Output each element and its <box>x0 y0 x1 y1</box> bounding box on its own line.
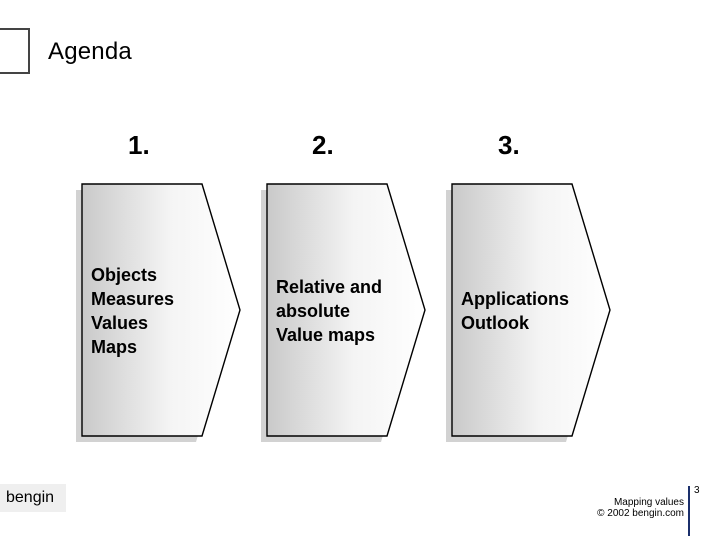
step-3-number: 3. <box>498 130 520 160</box>
step-3-text: Applications Outlook <box>461 287 569 335</box>
page-number: 3 <box>694 485 700 496</box>
bengin-logo: bengin <box>0 484 66 512</box>
step-1-line: Maps <box>91 337 138 357</box>
step-3-arrow <box>446 183 611 442</box>
step-1-line: Values <box>91 313 149 333</box>
step-2-line: absolute <box>276 301 351 321</box>
step-1-line: Measures <box>91 289 175 309</box>
step-1-number: 1. <box>128 130 150 160</box>
step-3-line: Applications <box>461 289 570 309</box>
step-2-line: Relative and <box>276 277 383 297</box>
slide-title: Agenda <box>48 38 132 65</box>
step-1-line: Objects <box>91 265 158 285</box>
step-1-text: Objects Measures Values Maps <box>91 263 174 359</box>
footer-divider <box>688 486 690 536</box>
title-decoration-box <box>0 28 30 74</box>
footer-caption: Mapping values © 2002 bengin.com <box>597 497 684 519</box>
step-2-number: 2. <box>312 130 334 160</box>
step-2-text: Relative and absolute Value maps <box>276 275 382 347</box>
step-2-arrow <box>261 183 426 442</box>
step-2-line: Value maps <box>276 325 376 345</box>
step-3-line: Outlook <box>461 313 529 333</box>
footer-line-1: Mapping values <box>613 497 684 508</box>
step-1-arrow <box>76 183 241 442</box>
footer-line-2: © 2002 bengin.com <box>597 508 684 519</box>
